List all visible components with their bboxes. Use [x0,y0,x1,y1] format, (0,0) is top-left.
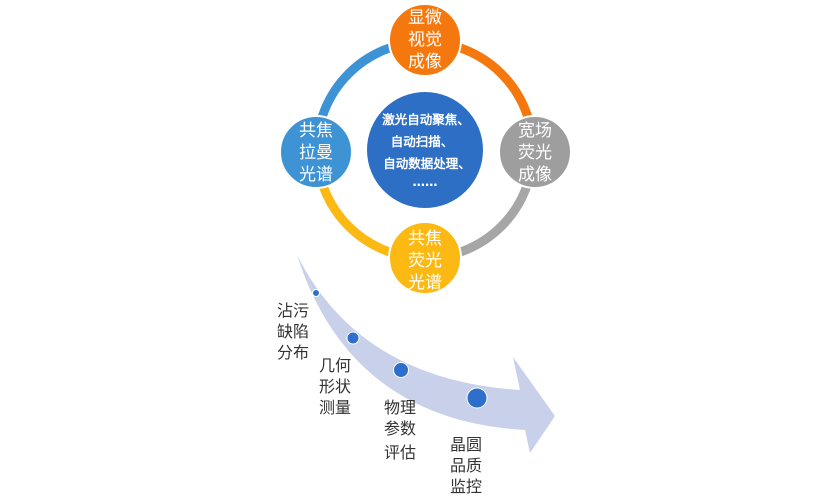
node-left-line-1: 共焦 [299,121,333,141]
step-4-line-1: 晶圆 [450,435,482,454]
node-bottom-line-3: 光谱 [408,273,442,293]
step-1-line-3: 分布 [277,343,309,362]
node-confocal-raman: 共焦 拉曼 光谱 [279,115,353,189]
progress-arrow [297,255,555,453]
node-top-line-2: 视觉 [408,30,442,50]
node-bottom-line-1: 共焦 [408,229,442,249]
step-3-line-2: 参数 [384,419,416,438]
node-right-line-3: 成像 [518,165,552,185]
step-dot-1 [312,289,320,297]
step-dot-3 [393,362,409,378]
node-microscopic-imaging: 显微 视觉 成像 [388,3,462,77]
step-4-line-2: 品质 [450,456,482,475]
step-3-line-3: 评估 [384,443,416,462]
step-label-physical: 物理 参数 评估 [384,398,416,462]
node-right-line-1: 宽场 [518,121,552,141]
node-bottom-line-2: 荧光 [408,251,442,271]
node-widefield-fluorescence: 宽场 荧光 成像 [498,115,572,189]
center-line-1: 激光自动聚焦、 [382,112,470,127]
center-circle [367,92,483,208]
node-left-line-3: 光谱 [299,165,333,185]
step-1-line-1: 沾污 [277,301,309,320]
step-1-line-2: 缺陷 [277,322,309,341]
step-label-wafer-quality: 晶圆 品质 监控 [450,435,482,496]
step-dot-2 [346,331,360,345]
center-line-2: 自动扫描、 [391,134,454,149]
node-top-line-3: 成像 [408,52,442,72]
center-line-3: 自动数据处理、 [383,156,471,171]
step-label-contamination: 沾污 缺陷 分布 [277,301,309,362]
step-label-geometry: 几何 形状 测量 [319,356,351,417]
step-3-line-1: 物理 [384,398,416,417]
center-line-4: …… [413,174,438,189]
node-right-line-2: 荧光 [518,143,552,163]
step-2-line-2: 形状 [319,377,351,396]
node-confocal-fluorescence: 共焦 荧光 光谱 [388,221,462,295]
step-2-line-3: 测量 [319,398,351,417]
node-top-line-1: 显微 [408,8,442,28]
node-left-line-2: 拉曼 [299,143,333,163]
step-dot-4 [466,387,488,409]
step-4-line-3: 监控 [450,477,482,496]
step-2-line-1: 几何 [319,356,351,375]
